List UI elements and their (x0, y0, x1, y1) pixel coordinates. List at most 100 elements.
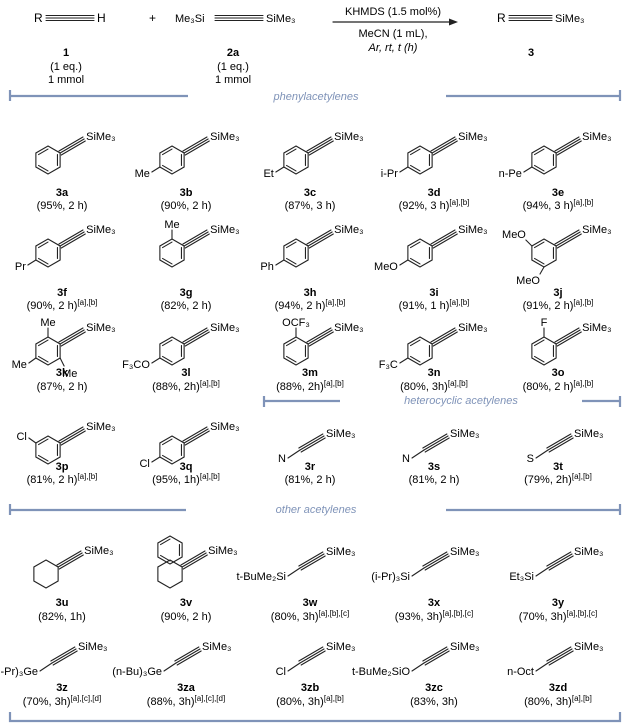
footnote-sup: [a],[b] (77, 472, 97, 481)
single-bond (287, 662, 301, 672)
tms-label: SiMe₃ (210, 224, 240, 236)
compound-yield: (70%, 3h)[a],[c],[d] (23, 694, 101, 708)
tms-label: SiMe₃ (582, 131, 612, 143)
tms-label: SiMe₃ (574, 546, 604, 558)
compound-id: 3f (57, 287, 67, 299)
benzene-ring (35, 145, 61, 175)
section-label-other: other acetylenes (276, 504, 357, 516)
benzene-ring (407, 145, 433, 175)
substituent-label: Me (40, 317, 55, 329)
compound-id: 3p (56, 461, 69, 473)
alkyne-triple-bond (58, 426, 86, 446)
compound-yield: (90%, 2 h) (161, 200, 212, 212)
alkyne-triple-bond (306, 229, 334, 249)
tms-label: SiMe₃ (210, 131, 240, 143)
cyclic-ring (33, 559, 59, 589)
tms-label: SiMe₃ (326, 546, 356, 558)
compound-id: 3a (56, 187, 69, 199)
compound-yield: (80%, 3h)[a],[b] (524, 694, 592, 708)
substituent-label: Me (164, 219, 179, 231)
double-bond (533, 148, 545, 156)
compound-yield: (91%, 1 h)[a],[b] (399, 298, 470, 312)
compound-yield: (82%, 2 h) (161, 300, 212, 312)
alkyne-triple-bond (298, 646, 326, 666)
double-bond (285, 164, 297, 172)
compound-id: 3z (56, 682, 68, 694)
single-bond (39, 662, 53, 672)
double-bond (37, 454, 49, 462)
footnote-sup: [a],[b] (324, 379, 344, 388)
product-triple-bond (508, 14, 553, 22)
reactant1-h: H (97, 11, 106, 25)
benzene-ring (159, 238, 185, 268)
benzene-ring (283, 238, 309, 268)
double-bond (37, 148, 49, 156)
alkyne-triple-bond (422, 433, 450, 453)
alkyne-triple-bond (430, 229, 458, 249)
compound-id: 3j (553, 287, 562, 299)
single-bond (399, 166, 409, 173)
single-bond (151, 357, 161, 364)
benzene-ring (159, 336, 185, 366)
reactant1-id: 1 (63, 47, 69, 59)
footnote-sup: [a],[b] (200, 379, 220, 388)
product-r: R (497, 11, 506, 25)
double-bond (37, 164, 49, 172)
footnote-sup: [a],[b] (573, 198, 593, 207)
footnote-sup: [a],[b] (572, 694, 592, 703)
scheme-header: R H 1 (1 eq.) 1 mmol + Me₃Si SiMe₃ 2a (1… (34, 6, 585, 86)
alkyne-triple-bond (306, 327, 334, 347)
compound-id: 3y (552, 597, 565, 609)
compound-yield: (91%, 2 h)[a],[b] (523, 298, 594, 312)
double-bond (37, 339, 49, 347)
alkyne-triple-bond (430, 327, 458, 347)
double-bond (409, 339, 421, 347)
compound-id: 3k (56, 367, 69, 379)
single-bond (399, 259, 409, 266)
compound-yield: (80%, 2 h)[a],[b] (523, 379, 594, 393)
alkyne-triple-bond (546, 433, 574, 453)
compound-id: 3d (428, 187, 441, 199)
substituent-label: F (541, 317, 548, 329)
compound-yield: (81%, 2 h) (409, 474, 460, 486)
alkyne-triple-bond (546, 646, 574, 666)
compound-id: 3o (552, 367, 565, 379)
compound-yield: (88%, 2h)[a],[b] (276, 379, 344, 393)
product-tms: SiMe₃ (555, 13, 585, 25)
compound-yield: (95%, 2 h) (37, 200, 88, 212)
reactant2-amount: 1 mmol (215, 74, 251, 86)
tms-label: SiMe₃ (210, 421, 240, 433)
substituent-label: t-BuMe₂Si (236, 571, 286, 583)
single-bond (535, 662, 549, 672)
bottom-bracket (8, 712, 622, 723)
single-bond (151, 166, 161, 173)
footnote-sup: [a],[b] (573, 298, 593, 307)
footnote-sup: [a],[c],[d] (195, 694, 226, 703)
section-label-heterocyclic: heterocyclic acetylenes (404, 395, 518, 407)
double-bond (285, 339, 297, 347)
section-label-phenylacetylenes: phenylacetylenes (272, 91, 359, 103)
compound-id: 3u (56, 597, 69, 609)
substituent-label: MeO (502, 229, 526, 241)
double-bond (285, 355, 297, 363)
footnote-sup: [a],[b] (448, 379, 468, 388)
compound-yield: (87%, 2 h) (37, 381, 88, 393)
alkyne-triple-bond (306, 136, 334, 156)
double-bond (409, 164, 421, 172)
compound-yield: (90%, 2 h)[a],[b] (27, 298, 98, 312)
reactant1-triple-bond (45, 14, 95, 22)
single-bond (399, 357, 409, 364)
substituent-label: Cl (16, 431, 26, 443)
alkyne-triple-bond (554, 327, 582, 347)
alkyne-triple-bond (554, 136, 582, 156)
tms-label: SiMe₃ (86, 322, 116, 334)
compound-yield: (95%, 1h)[a],[b] (152, 472, 220, 486)
double-bond (37, 257, 49, 265)
substituent-label: Me (135, 168, 150, 180)
